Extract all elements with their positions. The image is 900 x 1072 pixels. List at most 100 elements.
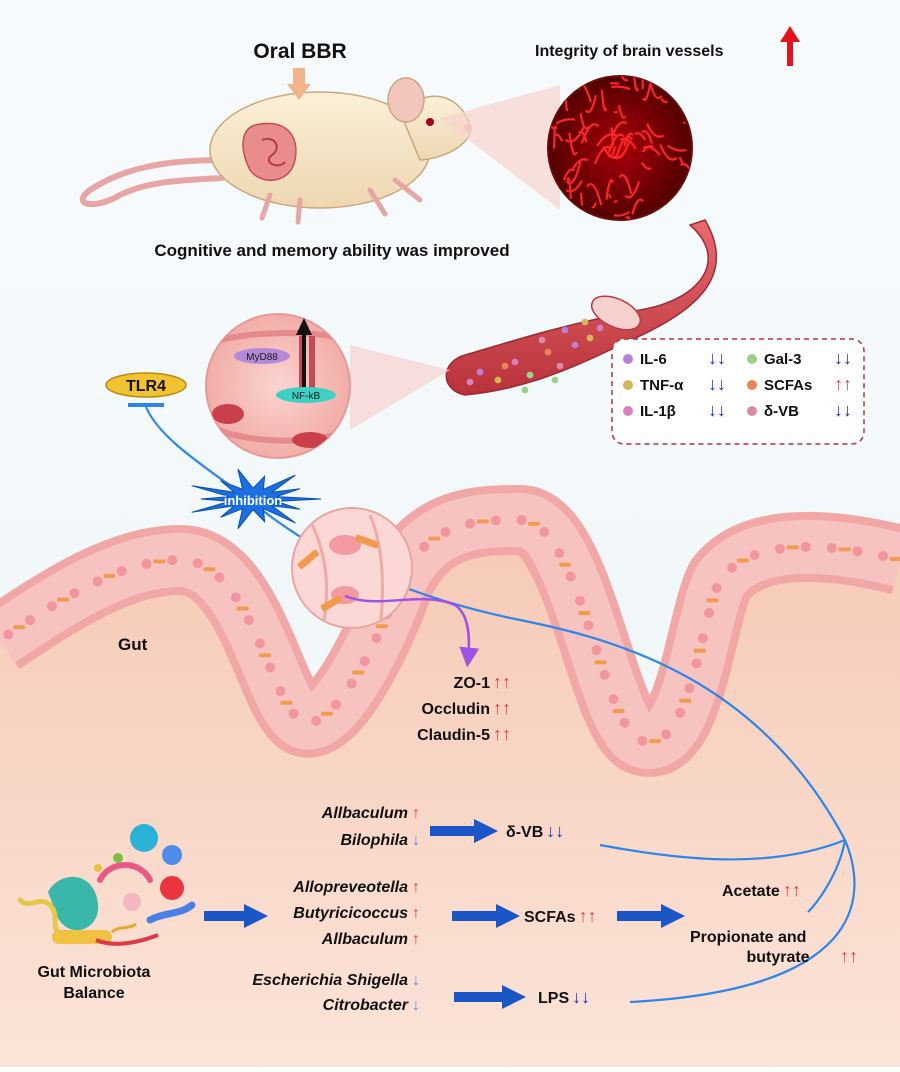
product-label: SCFAs xyxy=(524,909,576,926)
brain-vessels-up-arrow-icon xyxy=(780,26,800,66)
flow-arrow-microbiota xyxy=(204,904,268,928)
bacterium-icon xyxy=(160,876,184,900)
tight-junction-up-arrows: ↑↑ xyxy=(493,724,511,744)
tight-junction-label: Claudin-5 xyxy=(417,727,490,744)
taxon-arrow: ↓ xyxy=(412,832,420,849)
mouse-illustration xyxy=(79,68,472,225)
gut-tissue: Gut xyxy=(0,485,900,1067)
inhibition-label: inhibition xyxy=(224,493,283,508)
taxon-arrow: ↑ xyxy=(412,805,420,822)
tight-junction-label: Occludin xyxy=(422,701,490,718)
marker-dot-icon xyxy=(747,354,757,364)
microbiota-label-line2: Balance xyxy=(63,985,124,1002)
brain-vessels-label: Integrity of brain vessels xyxy=(535,43,724,60)
marker-dot-icon xyxy=(747,406,757,416)
myd88-label: MyD88 xyxy=(246,352,278,363)
product-arrows: ↑↑ xyxy=(579,906,597,926)
marker-label: IL-6 xyxy=(640,351,667,368)
flow-arrow-acids xyxy=(617,904,685,928)
bacterium-icon xyxy=(97,862,153,883)
mouse-ear-icon xyxy=(387,77,425,123)
marker-label: IL-1β xyxy=(640,403,676,420)
tight-junction-arrow xyxy=(344,594,480,668)
bacterium-icon xyxy=(111,922,137,934)
blood-vessel xyxy=(445,219,718,396)
marker-dot-icon xyxy=(623,406,633,416)
taxon-label: Allopreveotella xyxy=(292,879,408,896)
scfa-product-arrows: ↑↑ xyxy=(783,880,801,900)
marker-arrows: ↓↓ xyxy=(708,374,726,394)
bacterium-icon xyxy=(48,876,99,931)
receptor-up-arrow-icon xyxy=(296,318,312,335)
tight-junction-label: ZO-1 xyxy=(454,675,491,692)
microbiota-label-line1: Gut Microbiota xyxy=(38,964,151,981)
scfa-product-arrows: ↑↑ xyxy=(840,946,858,966)
taxon-arrow: ↑ xyxy=(412,931,420,948)
marker-dot-icon xyxy=(623,380,633,390)
product-label: LPS xyxy=(538,990,569,1007)
taxon-label: Allbaculum xyxy=(321,931,408,948)
nfkb-blob xyxy=(276,387,336,403)
marker-label: δ-VB xyxy=(764,403,799,420)
marker-legend: IL-6↓↓TNF-α↓↓IL-1β↓↓Gal-3↓↓SCFAs↑↑δ-VB↓↓ xyxy=(611,338,865,445)
taxon-arrow: ↓ xyxy=(412,997,420,1014)
taxon-label: Citrobacter xyxy=(323,997,409,1014)
brain-vessel-circle xyxy=(547,75,693,221)
inhibition-burst: inhibition xyxy=(191,468,322,530)
taxon-arrow: ↑ xyxy=(412,879,420,896)
scfa-product-label: Acetate xyxy=(722,883,780,900)
marker-arrows: ↓↓ xyxy=(708,348,726,368)
taxon-label: Bilophila xyxy=(340,832,408,849)
marker-arrows: ↑↑ xyxy=(834,374,852,394)
microbiota-cluster xyxy=(17,824,196,946)
tight-junction-up-arrows: ↑↑ xyxy=(493,698,511,718)
tight-junction-list: ZO-1↑↑Occludin↑↑Claudin-5↑↑ xyxy=(417,672,511,744)
bacterium-icon xyxy=(130,824,158,852)
bacterium-icon xyxy=(162,845,182,865)
myd88-blob xyxy=(234,348,290,364)
marker-dot-icon xyxy=(623,354,633,364)
nfkb-label: NF-kB xyxy=(292,391,321,402)
gut-label: Gut xyxy=(118,635,148,654)
bacterium-icon xyxy=(123,893,141,911)
taxon-label: Butyricicoccus xyxy=(293,905,408,922)
brain-zoom-cone xyxy=(440,85,560,210)
marker-label: SCFAs xyxy=(764,377,812,394)
product-label: δ-VB xyxy=(506,824,543,841)
oral-bbr-label: Oral BBR xyxy=(253,40,346,63)
scfa-product-label: Propionate and xyxy=(690,929,806,946)
cell-zoom-cone xyxy=(350,345,450,430)
microbiota-rows: Allbaculum↑Bilophila↓δ-VB↓↓Allopreveotel… xyxy=(252,805,596,1014)
scfa-product-label: butyrate xyxy=(746,949,809,966)
mouse-intestine-icon xyxy=(242,122,297,181)
bacterium-icon xyxy=(146,901,196,924)
tlr4-badge: TLR4 xyxy=(105,372,187,398)
marker-arrows: ↓↓ xyxy=(708,400,726,420)
flow-arrows xyxy=(204,819,685,1009)
marker-dot-icon xyxy=(747,380,757,390)
marker-arrows: ↓↓ xyxy=(834,400,852,420)
mouse-eye-icon xyxy=(426,118,434,126)
marker-label: TNF-α xyxy=(640,377,684,394)
cell-zoom-circle xyxy=(205,313,351,459)
tight-junction-up-arrows: ↑↑ xyxy=(493,672,511,692)
taxon-arrow: ↓ xyxy=(412,972,420,989)
oral-arrow-icon xyxy=(287,84,311,100)
product-arrows: ↓↓ xyxy=(546,821,564,841)
taxon-label: Escherichia Shigella xyxy=(252,972,408,989)
cognitive-caption: Cognitive and memory ability was improve… xyxy=(154,241,509,260)
taxon-label: Allbaculum xyxy=(321,805,408,822)
bacterium-icon xyxy=(95,933,159,946)
flow-arrow-lps xyxy=(454,985,526,1009)
bacterium-icon xyxy=(17,897,63,938)
marker-arrows: ↓↓ xyxy=(834,348,852,368)
flow-arrow-dvb xyxy=(430,819,498,843)
taxon-arrow: ↑ xyxy=(412,905,420,922)
flow-arrow-scfas xyxy=(452,904,520,928)
product-arrows: ↓↓ xyxy=(572,987,590,1007)
inhibition-bar-icon xyxy=(128,403,164,407)
tlr4-label: TLR4 xyxy=(126,378,166,395)
